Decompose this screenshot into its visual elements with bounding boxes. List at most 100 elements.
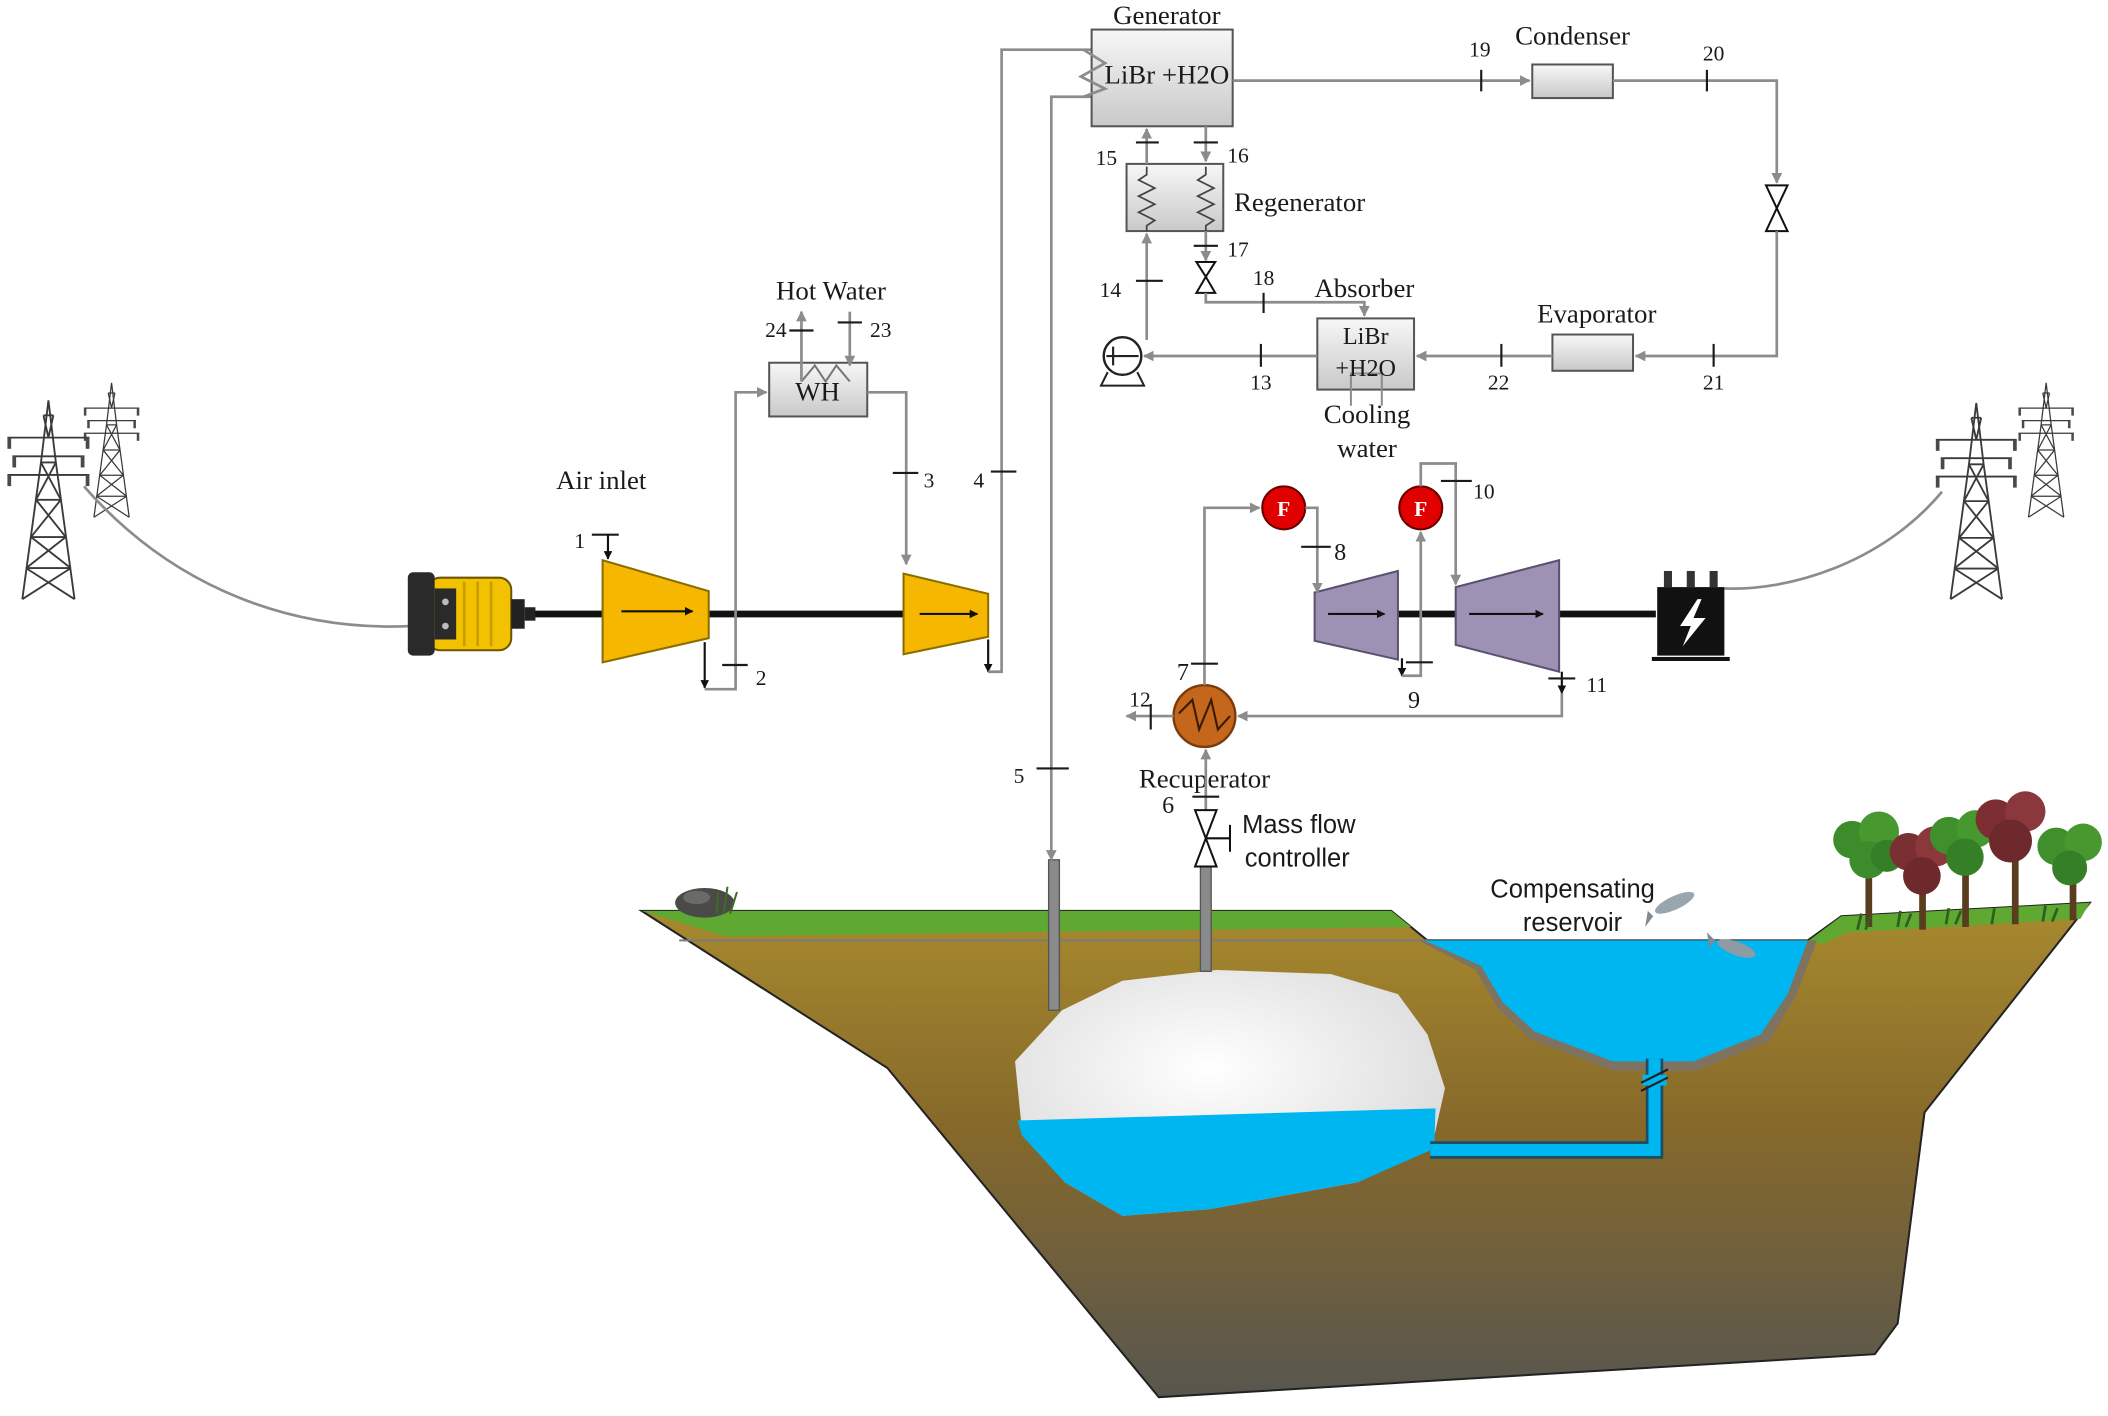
stream-label-11: 11 [1586,673,1607,697]
stream-label-16: 16 [1227,144,1249,168]
stream-label-20: 20 [1703,41,1724,65]
stream-line-11 [1236,693,1564,722]
evaporator [1551,333,1635,372]
absorber-label: Absorber [1314,273,1414,303]
stream-label-12: 12 [1129,688,1150,712]
grass-tufts [1856,905,2059,931]
reservoir-water [1424,940,1808,1062]
pipe-stream-6 [1199,865,1212,972]
stream-line-9 [1401,530,1427,678]
stream-label-8: 8 [1334,539,1346,566]
compressor-1 [601,558,710,664]
regenerator [1125,162,1225,233]
transmission-tower-right-front [1934,402,2018,601]
stream-line-20 [1612,79,1783,184]
fish-icon [1645,891,1695,927]
transmission-tower-left-front [6,399,91,601]
pipe-stream-5 [1047,859,1061,1011]
stream-label-3: 3 [924,469,935,493]
stream-label-14: 14 [1100,278,1122,302]
pump-icon [1099,335,1146,387]
generator-content: LiBr +H2O [1104,59,1229,89]
power-line-right [1724,490,1944,590]
stream-label-6: 6 [1162,792,1174,819]
compensating-reservoir [1418,940,1818,1071]
stream-label-5: 5 [1014,764,1025,788]
hot-water-label: Hot Water [776,276,886,306]
power-line-left [83,485,411,628]
tree-red [1975,791,2046,925]
generator-heat-exchanger [1077,48,1109,98]
stream-label-4: 4 [973,469,984,493]
combustor-1: F [1261,485,1307,531]
stream-label-23: 23 [870,318,891,342]
cooling-water-label-line2: water [1337,433,1397,463]
stream-label-24: 24 [765,318,787,342]
lightning-icon [1680,599,1706,647]
electric-generator-icon [1651,570,1730,661]
stream-label-2: 2 [756,666,767,690]
generator-label: Generator [1113,0,1220,30]
stream-line-10 [1419,462,1462,586]
generator: LiBr +H2O [1077,28,1234,128]
stream-line-3 [867,390,912,566]
cooling-water-coil [1349,372,1383,406]
stream-label-7: 7 [1177,659,1189,686]
stream-label-15: 15 [1096,146,1117,170]
tree-green [2037,823,2102,921]
turbine-low-pressure [1454,558,1561,674]
stream-label-10: 10 [1473,479,1494,503]
grass-strip-left [641,910,1412,937]
stream-line-5 [1045,95,1092,861]
recuperator [1172,683,1237,749]
cavern-reservoir-pipe [1430,1058,1669,1159]
stream-line-2 [704,386,768,691]
absorber-content-line2: +H2O [1335,355,1396,382]
grass-strip-right [1809,902,2090,945]
stream-label-18: 18 [1253,266,1274,290]
absorber-content-line1: LiBr [1343,323,1389,350]
regenerator-label: Regenerator [1234,187,1365,217]
regenerator-coil [1136,166,1157,232]
stream-line-7 [1203,502,1261,686]
solution-valve-icon [1194,260,1218,294]
air-inlet-label: Air inlet [556,465,647,495]
stream-label-17: 17 [1227,238,1249,262]
expansion-valve-icon [1764,184,1790,233]
compensating-reservoir-label-line1: Compensating [1490,875,1655,903]
mass-flow-controller-valve-icon [1193,809,1231,868]
turbine-high-pressure [1313,569,1399,661]
stream-label-21: 21 [1703,371,1724,395]
evaporator-label: Evaporator [1537,298,1656,328]
compressor-2 [902,572,990,656]
combustor-2: F [1398,485,1444,531]
stream-line-18 [1204,292,1370,317]
regenerator-coil [1195,166,1216,232]
mass-flow-controller-label-line1: Mass flow [1242,811,1356,839]
cavern-water [1017,1108,1436,1216]
water-heater-coil [800,363,851,384]
condenser-label: Condenser [1515,20,1630,50]
underground-cavern [1015,969,1445,1216]
stream-label-13: 13 [1250,371,1271,395]
stream-line-21 [1634,231,1779,362]
condenser [1531,63,1614,100]
stream-line-8 [1305,506,1323,594]
stream-label-19: 19 [1469,37,1490,61]
combustor-1-label: F [1277,497,1290,521]
cooling-water-label-line1: Cooling [1324,399,1411,429]
mass-flow-controller-label-line2: controller [1245,845,1350,873]
combustor-2-label: F [1414,497,1427,521]
tree-green [1929,810,1995,927]
recuperator-coil [1178,696,1231,734]
stream-label-22: 22 [1488,371,1509,395]
rock [675,886,738,918]
stream-label-1: 1 [574,529,585,553]
water-heater: WH [768,361,869,418]
transmission-tower-right-back [2017,382,2075,519]
fish-icon [1706,932,1756,958]
tree-green [1833,811,1904,927]
stream-line-4 [988,48,1092,674]
pipe-break-icon [1640,1068,1669,1092]
